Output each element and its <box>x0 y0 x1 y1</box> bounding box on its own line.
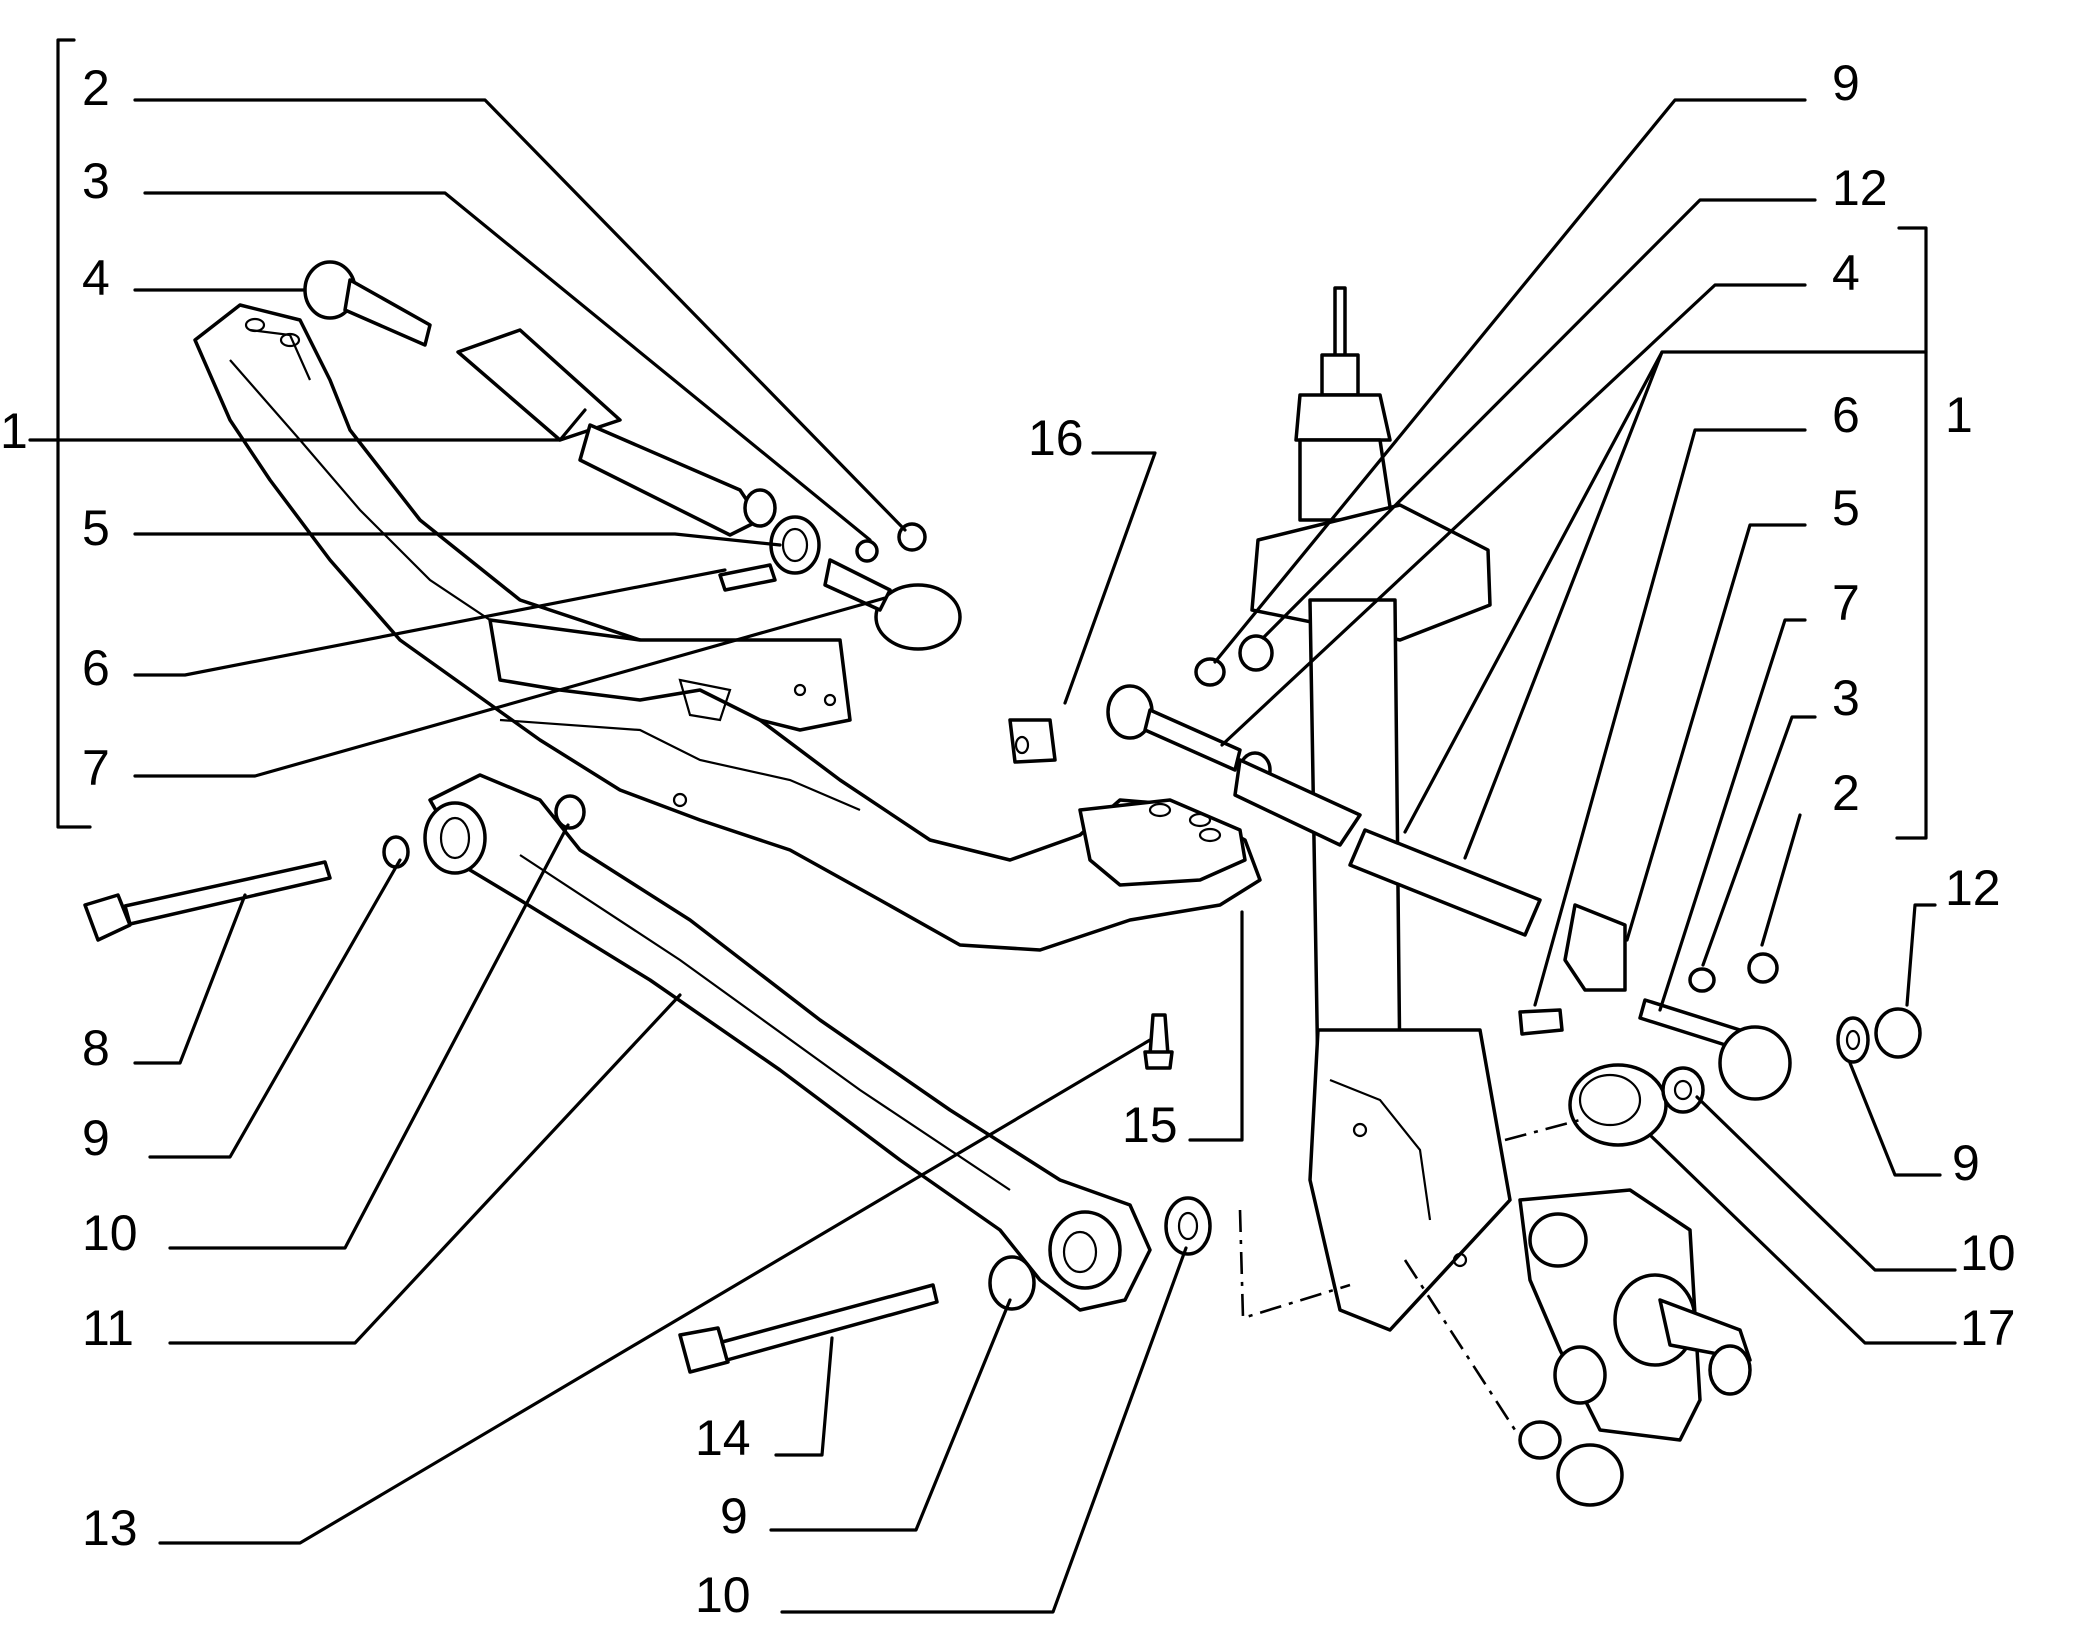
label-R-2: 2 <box>1832 765 1860 821</box>
tie-rod-right <box>1106 684 1922 1147</box>
control-arm <box>423 773 1152 1312</box>
label-L-16: 16 <box>1028 410 1084 466</box>
label-R-5: 5 <box>1832 480 1860 536</box>
leader-L-9 <box>148 858 402 1159</box>
label-L-9b: 9 <box>720 1488 748 1544</box>
leader-L-5 <box>133 532 782 547</box>
label-L-10b: 10 <box>695 1567 751 1623</box>
leader-L-3 <box>143 191 872 542</box>
strut <box>1250 286 1512 1332</box>
bracket-left <box>56 38 92 829</box>
leader-L-15 <box>1188 910 1244 1142</box>
label-R-3: 3 <box>1832 670 1860 726</box>
label-L-3: 3 <box>82 153 110 209</box>
label-R-9: 9 <box>1832 55 1860 111</box>
label-R-12: 12 <box>1832 160 1888 216</box>
leader-L-2 <box>133 98 907 532</box>
label-R-6: 6 <box>1832 387 1860 443</box>
label-L-15: 15 <box>1122 1097 1178 1153</box>
leader-R-4 <box>1220 283 1807 747</box>
label-L-14: 14 <box>695 1410 751 1466</box>
leader-R-2 <box>1760 813 1802 947</box>
label-R-1: 1 <box>1945 387 1973 443</box>
leader-R-6 <box>1533 428 1807 1007</box>
leader-R-3 <box>1701 715 1817 967</box>
leader-L-7 <box>133 596 887 778</box>
leader-R-12 <box>1261 198 1817 640</box>
label-L-13: 13 <box>82 1500 138 1556</box>
label-L-10: 10 <box>82 1205 138 1261</box>
assembly-lines <box>1238 1118 1581 1431</box>
leader-L-8 <box>133 893 247 1065</box>
leader-L-10 <box>168 823 570 1250</box>
label-L-5: 5 <box>82 500 110 556</box>
leader-R-9b <box>1848 1061 1942 1177</box>
brackets <box>56 38 1928 840</box>
subframe <box>193 303 1262 952</box>
callout-labels: 2 3 4 1 5 6 7 8 9 10 11 13 16 15 14 9 10… <box>0 55 2016 1623</box>
label-R-17: 17 <box>1960 1300 2016 1356</box>
leader-R-12b <box>1905 903 1937 1007</box>
leader-L-13 <box>158 1038 1152 1545</box>
parts <box>83 260 1922 1507</box>
label-L-6: 6 <box>82 640 110 696</box>
leader-L-10b <box>780 1246 1188 1614</box>
leader-L-14 <box>774 1336 834 1457</box>
leader-R-5 <box>1625 523 1807 942</box>
leader-L-1 <box>28 408 587 442</box>
bracket-right <box>1895 226 1928 840</box>
leader-R-10 <box>1695 1095 1957 1272</box>
label-L-8: 8 <box>82 1020 110 1076</box>
label-L-2: 2 <box>82 60 110 116</box>
label-R-10: 10 <box>1960 1225 2016 1281</box>
label-L-9: 9 <box>82 1110 110 1166</box>
label-R-7: 7 <box>1832 575 1860 631</box>
label-L-1: 1 <box>0 403 28 459</box>
label-L-7: 7 <box>82 740 110 796</box>
leader-L-11 <box>168 993 682 1345</box>
label-R-4: 4 <box>1832 245 1860 301</box>
leader-lines <box>28 98 1957 1614</box>
leader-L-16 <box>1063 451 1157 705</box>
label-L-11: 11 <box>82 1300 134 1356</box>
fasteners-left <box>83 634 1274 1374</box>
leader-L-9b <box>769 1298 1012 1532</box>
leader-R-17 <box>1648 1133 1957 1345</box>
leader-R-9 <box>1213 98 1807 664</box>
leader-R-7 <box>1658 618 1807 1012</box>
leader-L-6 <box>133 568 727 677</box>
label-L-4: 4 <box>82 250 110 306</box>
label-R-12b: 12 <box>1945 860 2001 916</box>
knuckle <box>1518 1188 1752 1507</box>
label-R-9b: 9 <box>1952 1135 1980 1191</box>
leader-R-1b <box>1463 350 1664 860</box>
